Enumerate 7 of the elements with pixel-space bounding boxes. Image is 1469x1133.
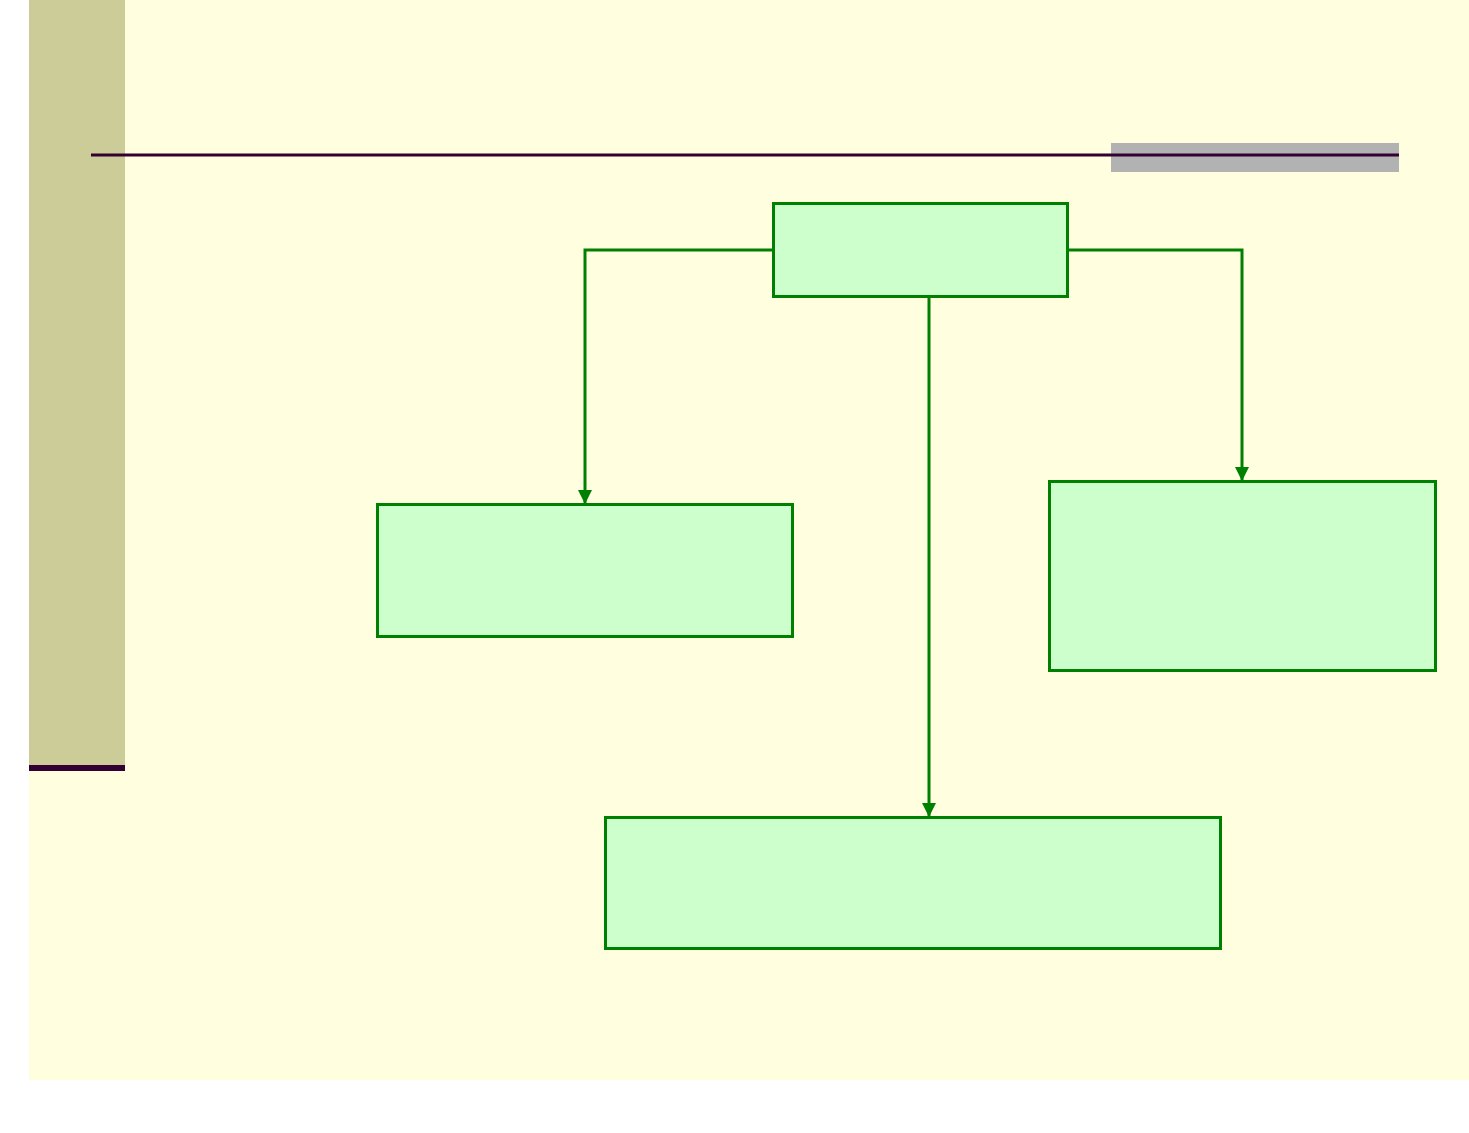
process-box (376, 503, 794, 638)
process-box (1048, 480, 1437, 672)
process-box (772, 202, 1069, 298)
arrow (1069, 248, 1249, 481)
arrow (578, 248, 772, 504)
arrow (922, 298, 936, 817)
process-box (604, 816, 1222, 950)
